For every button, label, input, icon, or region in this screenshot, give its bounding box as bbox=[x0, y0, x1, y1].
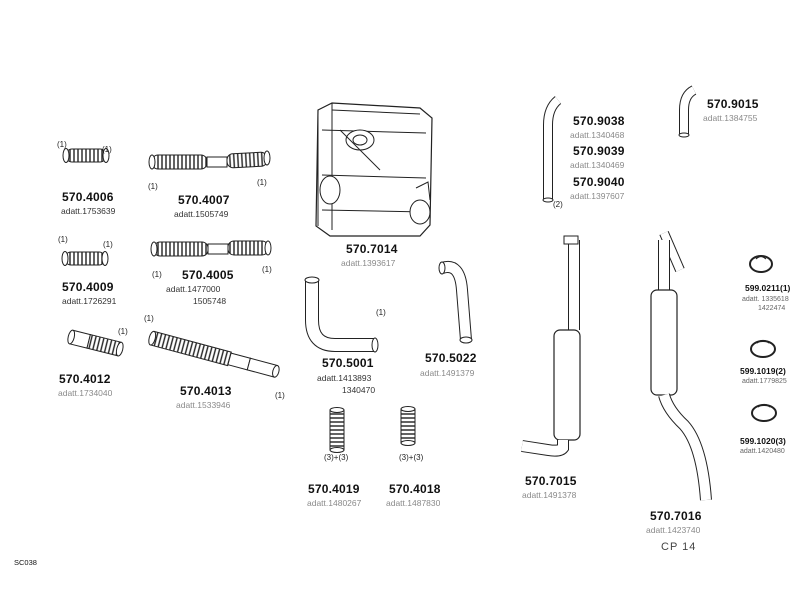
part-number: 599.1020(3) bbox=[740, 436, 786, 446]
flex-hose-long-icon bbox=[150, 240, 272, 257]
quantity-label: (1) bbox=[148, 182, 158, 191]
reference-number: adatt.1423740 bbox=[646, 525, 701, 535]
catalog-label: CP 14 bbox=[661, 541, 697, 553]
part-number: 570.5022 bbox=[425, 351, 477, 365]
reference-number: adatt.1487830 bbox=[386, 498, 441, 508]
tailpipe-icon bbox=[542, 96, 562, 203]
part-number: 570.4018 bbox=[389, 482, 441, 496]
quantity-label: (1) bbox=[57, 140, 67, 149]
quantity-label: (1) bbox=[144, 314, 154, 323]
part-number: 570.4009 bbox=[62, 280, 114, 294]
page-code: SC038 bbox=[14, 558, 37, 567]
reference-number: adatt.1420480 bbox=[740, 448, 785, 455]
reference-number: adatt.1340468 bbox=[570, 130, 625, 140]
quantity-label: (3)+(3) bbox=[399, 453, 424, 462]
flex-pipe-long-icon bbox=[148, 330, 280, 378]
flex-hose-short-icon bbox=[61, 251, 109, 266]
part-number: 570.4006 bbox=[62, 190, 114, 204]
quantity-label: (1) bbox=[152, 270, 162, 279]
part-number: 570.7016 bbox=[650, 509, 702, 523]
clamp-icon bbox=[749, 255, 773, 273]
part-number: 570.5001 bbox=[322, 356, 374, 370]
muffler-pipe-long-icon bbox=[650, 231, 712, 501]
quantity-label: (1) bbox=[376, 308, 386, 317]
part-number: 570.7014 bbox=[346, 242, 398, 256]
reference-number: adatt.1505749 bbox=[174, 209, 229, 219]
reference-number: adatt.1779825 bbox=[742, 378, 787, 385]
reference-number: adatt.1480267 bbox=[307, 498, 362, 508]
reference-number-2: 1505748 bbox=[193, 296, 227, 306]
quantity-label: (1) bbox=[58, 235, 68, 244]
muffler-pipe-icon bbox=[521, 235, 581, 457]
quantity-label: (1) bbox=[118, 327, 128, 336]
reference-number: adatt.1413893 bbox=[317, 373, 372, 383]
part-number: 599.0211(1) bbox=[745, 283, 791, 293]
clamp-icon bbox=[751, 403, 777, 422]
reference-number: adatt.1340469 bbox=[570, 160, 625, 170]
reference-number: adatt.1491379 bbox=[420, 368, 475, 378]
reference-number-2: 1422474 bbox=[758, 305, 786, 312]
quantity-label: (1) bbox=[262, 265, 272, 274]
silencer-box-icon bbox=[315, 102, 433, 237]
quantity-label: (3)+(3) bbox=[324, 453, 349, 462]
part-number: 570.4007 bbox=[178, 193, 230, 207]
reference-number: adatt.1384755 bbox=[703, 113, 758, 123]
part-number: 570.4005 bbox=[182, 268, 234, 282]
reference-number: adatt.1734040 bbox=[58, 388, 113, 398]
flex-pipe-angled-icon bbox=[67, 329, 124, 357]
part-number: 570.4012 bbox=[59, 372, 111, 386]
flex-hose-long-icon bbox=[148, 150, 271, 170]
reference-number: adatt.1397607 bbox=[570, 191, 625, 201]
quantity-label: (1) bbox=[102, 145, 112, 154]
part-number: 570.4013 bbox=[180, 384, 232, 398]
flex-bellows-icon bbox=[329, 407, 345, 453]
quantity-label: (1) bbox=[103, 240, 113, 249]
quantity-label: (2) bbox=[553, 200, 563, 209]
part-number: 570.9015 bbox=[707, 97, 759, 111]
flex-bellows-icon bbox=[400, 406, 416, 446]
part-number: 570.9040 bbox=[573, 175, 625, 189]
part-number: 570.4019 bbox=[308, 482, 360, 496]
reference-number-2: 1340470 bbox=[342, 385, 376, 395]
bent-pipe-icon bbox=[304, 276, 379, 353]
reference-number: adatt.1533946 bbox=[176, 400, 231, 410]
reference-number: adatt. 1335618 bbox=[742, 296, 789, 303]
reference-number: adatt.1491378 bbox=[522, 490, 577, 500]
part-number: 570.9038 bbox=[573, 114, 625, 128]
reference-number: adatt.1753639 bbox=[61, 206, 116, 216]
flex-hose-short-icon bbox=[62, 148, 110, 163]
part-number: 570.9039 bbox=[573, 144, 625, 158]
quantity-label: (1) bbox=[257, 178, 267, 187]
clamp-icon bbox=[750, 339, 776, 358]
quantity-label: (1) bbox=[275, 391, 285, 400]
reference-number: adatt.1477000 bbox=[166, 284, 221, 294]
tailpipe-short-icon bbox=[678, 85, 697, 138]
bent-pipe-short-icon bbox=[438, 261, 473, 344]
reference-number: adatt.1726291 bbox=[62, 296, 117, 306]
reference-number: adatt.1393617 bbox=[341, 258, 396, 268]
part-number: 599.1019(2) bbox=[740, 366, 786, 376]
part-number: 570.7015 bbox=[525, 474, 577, 488]
